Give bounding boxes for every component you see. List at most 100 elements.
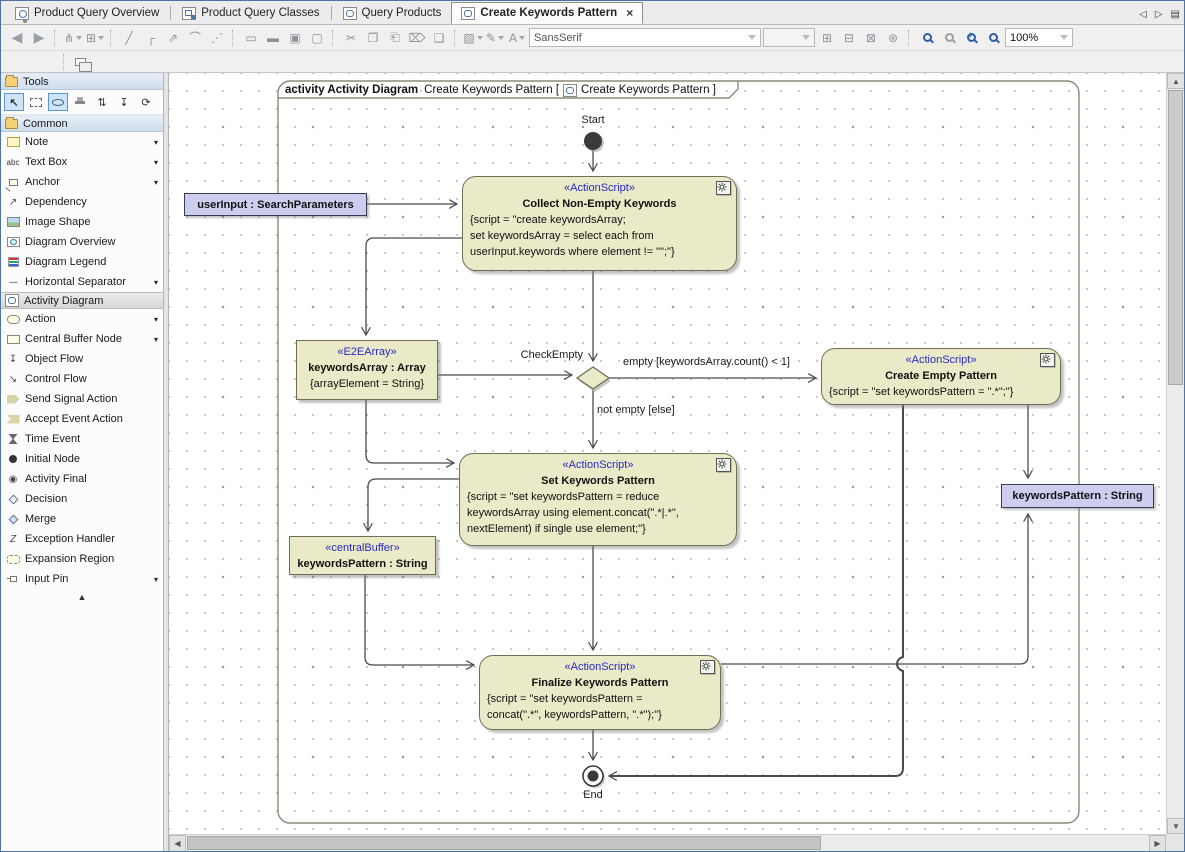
parameter-node-userinput[interactable]: userInput : SearchParameters xyxy=(184,193,367,216)
action-node-collect-non-empty-keywords[interactable]: «ActionScript» Collect Non-Empty Keyword… xyxy=(462,176,737,271)
vertical-spread-tool-button[interactable]: ⇅ xyxy=(92,93,112,111)
palette-section-activity-diagram[interactable]: Activity Diagram xyxy=(1,292,163,309)
group-remove-button[interactable]: ⊟ xyxy=(839,28,859,48)
parameter-node-keywordspattern[interactable]: keywordsPattern : String xyxy=(1001,484,1154,508)
cut-button[interactable]: ✂ xyxy=(341,28,361,48)
edge-finalize-to-keywordspattern-param[interactable] xyxy=(721,514,1028,664)
chevron-down-icon[interactable]: ▾ xyxy=(154,178,158,187)
edge-setpattern-to-centralbuffer[interactable] xyxy=(368,479,459,531)
group-add-button[interactable]: ⊞ xyxy=(817,28,837,48)
marquee-tool-button[interactable] xyxy=(26,93,46,111)
palette-item-activity-final[interactable]: ◉Activity Final xyxy=(1,469,163,489)
palette-item-text-box[interactable]: abcText Box▾ xyxy=(1,152,163,172)
palette-item-action[interactable]: Action▾ xyxy=(1,309,163,329)
line-style-curve-button[interactable]: ⌒ xyxy=(185,28,205,48)
chevron-down-icon[interactable]: ▾ xyxy=(154,158,158,167)
script-gear-icon[interactable] xyxy=(1040,353,1055,367)
delete-button[interactable]: ⌦ xyxy=(407,28,427,48)
scroll-tabs-left-button[interactable]: ◁ xyxy=(1135,9,1151,24)
zoom-fit-button[interactable] xyxy=(939,28,959,48)
select-in-tree-button[interactable]: ⊠ xyxy=(861,28,881,48)
palette-item-horizontal-separator[interactable]: ----Horizontal Separator▾ xyxy=(1,272,163,292)
font-name-select[interactable]: SansSerif xyxy=(529,28,761,47)
reverse-flow-tool-button[interactable]: ⟳ xyxy=(136,93,156,111)
chevron-down-icon[interactable]: ▾ xyxy=(154,335,158,344)
scroll-right-icon[interactable]: ▶ xyxy=(1149,835,1166,852)
autosize-button[interactable]: ▢ xyxy=(307,28,327,48)
palette-item-time-event[interactable]: Time Event xyxy=(1,429,163,449)
edge-keywordsarray-to-setpattern[interactable] xyxy=(366,400,454,463)
palette-item-merge[interactable]: Merge xyxy=(1,509,163,529)
palette-section-tools[interactable]: Tools xyxy=(1,73,163,90)
initial-node-start[interactable] xyxy=(584,132,602,150)
palette-item-image-shape[interactable]: Image Shape xyxy=(1,212,163,232)
palette-item-expansion-region[interactable]: Expansion Region xyxy=(1,549,163,569)
palette-item-send-signal-action[interactable]: Send Signal Action xyxy=(1,389,163,409)
make-same-size-button[interactable]: ▣ xyxy=(285,28,305,48)
horizontal-scrollbar[interactable]: ◀ ▶ xyxy=(169,834,1166,851)
script-gear-icon[interactable] xyxy=(716,181,731,195)
copy-button[interactable]: ❐ xyxy=(363,28,383,48)
action-node-finalize-keywords-pattern[interactable]: «ActionScript» Finalize Keywords Pattern… xyxy=(479,655,721,730)
forward-button[interactable]: ▶ xyxy=(29,28,49,48)
palette-item-diagram-overview[interactable]: Diagram Overview xyxy=(1,232,163,252)
scroll-up-icon[interactable]: ▲ xyxy=(1167,73,1185,89)
palette-item-central-buffer-node[interactable]: Central Buffer Node▾ xyxy=(1,329,163,349)
palette-item-anchor[interactable]: Anchor▾ xyxy=(1,172,163,192)
palette-item-control-flow[interactable]: ↘Control Flow xyxy=(1,369,163,389)
scroll-left-icon[interactable]: ◀ xyxy=(169,835,186,852)
font-color-button[interactable]: A xyxy=(507,28,527,48)
sticky-tool-button[interactable] xyxy=(70,93,90,111)
line-color-button[interactable]: ✎ xyxy=(485,28,505,48)
layout-tree-button[interactable]: ⋔ xyxy=(63,28,83,48)
line-style-rectilinear-button[interactable]: ┌ xyxy=(141,28,161,48)
diagram-canvas[interactable]: activity Activity Diagram Create Keyword… xyxy=(169,73,1166,834)
tab-create-keywords-pattern[interactable]: Create Keywords Pattern × xyxy=(451,2,643,24)
action-node-create-empty-pattern[interactable]: «ActionScript» Create Empty Pattern {scr… xyxy=(821,348,1061,405)
palette-item-exception-handler[interactable]: ZException Handler xyxy=(1,529,163,549)
palette-scroll-up-indicator[interactable]: ▲ xyxy=(1,589,163,602)
buffer-node-keywordsarray[interactable]: «E2EArray» keywordsArray : Array {arrayE… xyxy=(296,340,438,400)
font-size-select[interactable] xyxy=(763,28,815,47)
chevron-down-icon[interactable]: ▾ xyxy=(154,575,158,584)
tab-query-products[interactable]: Query Products xyxy=(333,2,452,24)
paste-button[interactable]: ⎗ xyxy=(385,28,405,48)
clone-button[interactable]: ❏ xyxy=(429,28,449,48)
chevron-down-icon[interactable]: ▾ xyxy=(154,138,158,147)
zoom-level-select[interactable]: 100% xyxy=(1005,28,1073,47)
palette-item-dependency[interactable]: ↗Dependency xyxy=(1,192,163,212)
action-node-set-keywords-pattern[interactable]: «ActionScript» Set Keywords Pattern {scr… xyxy=(459,453,737,546)
palette-item-diagram-legend[interactable]: Diagram Legend xyxy=(1,252,163,272)
scroll-tabs-right-button[interactable]: ▷ xyxy=(1151,9,1167,24)
vertical-scrollbar[interactable]: ▲ ▼ xyxy=(1166,73,1184,834)
vertical-scrollbar-thumb[interactable] xyxy=(1168,90,1183,385)
palette-item-accept-event-action[interactable]: Accept Event Action xyxy=(1,409,163,429)
palette-section-common[interactable]: Common xyxy=(1,115,163,132)
vertical-align-tool-button[interactable]: ↧ xyxy=(114,93,134,111)
palette-item-input-pin[interactable]: Input Pin▾ xyxy=(1,569,163,589)
palette-item-note[interactable]: Note▾ xyxy=(1,132,163,152)
chevron-down-icon[interactable]: ▾ xyxy=(154,278,158,287)
close-icon[interactable]: × xyxy=(626,6,633,20)
buffer-node-keywordspattern[interactable]: «centralBuffer» keywordsPattern : String xyxy=(289,536,436,575)
tab-list-button[interactable]: ▤ xyxy=(1167,9,1184,24)
make-same-height-button[interactable]: ▬ xyxy=(263,28,283,48)
cursor-tool-button[interactable]: ↖ xyxy=(4,93,24,111)
line-style-bent-button[interactable]: ⇗ xyxy=(163,28,183,48)
add-element-button[interactable]: ⊞ xyxy=(85,28,105,48)
script-gear-icon[interactable] xyxy=(700,660,715,674)
edge-centralbuffer-to-finalize[interactable] xyxy=(365,575,474,665)
horizontal-scrollbar-thumb[interactable] xyxy=(187,836,821,850)
link-tool-button[interactable] xyxy=(48,93,68,111)
tab-product-query-overview[interactable]: Product Query Overview xyxy=(5,2,169,24)
zoom-out-button[interactable]: - xyxy=(983,28,1003,48)
zoom-in-button[interactable]: + xyxy=(961,28,981,48)
line-style-spline-button[interactable]: ⋰ xyxy=(207,28,227,48)
containment-structure-button[interactable] xyxy=(70,52,90,72)
palette-item-decision[interactable]: Decision xyxy=(1,489,163,509)
scroll-down-icon[interactable]: ▼ xyxy=(1167,818,1185,834)
palette-item-initial-node[interactable]: Initial Node xyxy=(1,449,163,469)
back-button[interactable]: ◀ xyxy=(7,28,27,48)
palette-item-object-flow[interactable]: ↧Object Flow xyxy=(1,349,163,369)
make-same-width-button[interactable]: ▭ xyxy=(241,28,261,48)
